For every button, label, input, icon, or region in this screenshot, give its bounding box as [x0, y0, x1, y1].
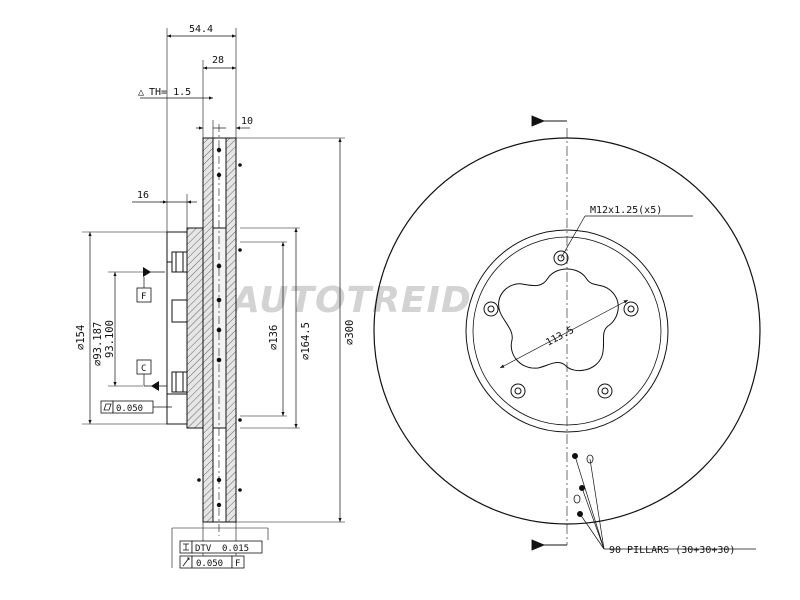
pcd-label: 113.5: [544, 325, 576, 349]
dim-hub-width: 28: [212, 55, 224, 66]
th-triangle-icon: △: [138, 87, 144, 98]
hat-outer-circle: [465, 229, 669, 433]
dim-vent: 10: [241, 116, 253, 127]
diameter-icon: ⌀: [75, 344, 87, 350]
bolt-holes: [483, 250, 639, 399]
dim-overall-width: 54.4: [189, 24, 213, 35]
dim-diameter-93-187: ⌀93.187: [92, 322, 104, 366]
dim-thickness-variation: TH= 1.5: [149, 87, 191, 98]
dtv-icon: [183, 543, 189, 551]
dtv-value: 0.015: [222, 544, 249, 554]
center-bore-contour: [498, 268, 619, 372]
watermark-text: AUTOTREID: [229, 280, 472, 321]
diameter-icon: ⌀: [268, 344, 280, 350]
section-bolt-hole-lower: [171, 371, 188, 393]
pillars-callout: [574, 455, 756, 550]
dtv-label: DTV: [195, 544, 212, 554]
dim-diameter-300: ⌀300: [344, 320, 356, 345]
hat-section: [186, 227, 204, 429]
runout-arrow-icon: [182, 557, 190, 567]
disc-inner-face: [225, 137, 237, 523]
side-section-view: [166, 137, 242, 523]
flatness-icon: [103, 403, 112, 411]
section-bolt-hole-upper: [171, 251, 188, 273]
diameter-icon: ⌀: [300, 354, 312, 360]
section-bolt-hole-mid: [171, 299, 188, 323]
bottom-tolerance-frames: [171, 527, 269, 569]
section-cut-markers: [531, 115, 567, 551]
bolt-hole-5: [483, 301, 499, 317]
bolt-hole-4: [510, 383, 526, 399]
dim-diameter-93-100: 93.100: [104, 320, 116, 358]
bolt-thread-label: M12x1.25(x5): [590, 205, 662, 216]
side-dimension-lines: [88, 34, 342, 522]
runout-datum: F: [235, 559, 240, 569]
vent-pillars-front: [572, 452, 594, 517]
datum-f: F: [136, 267, 165, 303]
bolt-hole-3: [597, 383, 613, 399]
diameter-icon: ⌀: [92, 360, 104, 366]
bolt-hole-2: [623, 301, 639, 317]
diameter-labels: ⌀154 ⌀93.187 93.100 ⌀136 ⌀164.5 ⌀300: [75, 320, 356, 366]
datum-f-label: F: [141, 292, 146, 302]
pillars-label: 90 PILLARS (30+30+30): [609, 545, 735, 556]
diameter-icon: ⌀: [344, 339, 356, 345]
dim-diameter-154: ⌀154: [75, 325, 87, 350]
flatness-value: 0.050: [116, 404, 143, 414]
datum-c-label: C: [141, 364, 146, 374]
disc-outer-face: [202, 137, 214, 523]
dim-flange: 16: [137, 190, 149, 201]
dim-diameter-164-5: ⌀164.5: [300, 322, 312, 360]
bolt-hole-1: [553, 250, 569, 266]
datum-c: C: [136, 359, 167, 391]
flatness-tolerance-frame: 0.050: [100, 400, 172, 414]
pcd-dimension-line: [499, 299, 629, 369]
dim-diameter-136: ⌀136: [268, 325, 280, 350]
runout-value: 0.050: [196, 559, 223, 569]
bolt-thread-callout: [560, 215, 693, 259]
